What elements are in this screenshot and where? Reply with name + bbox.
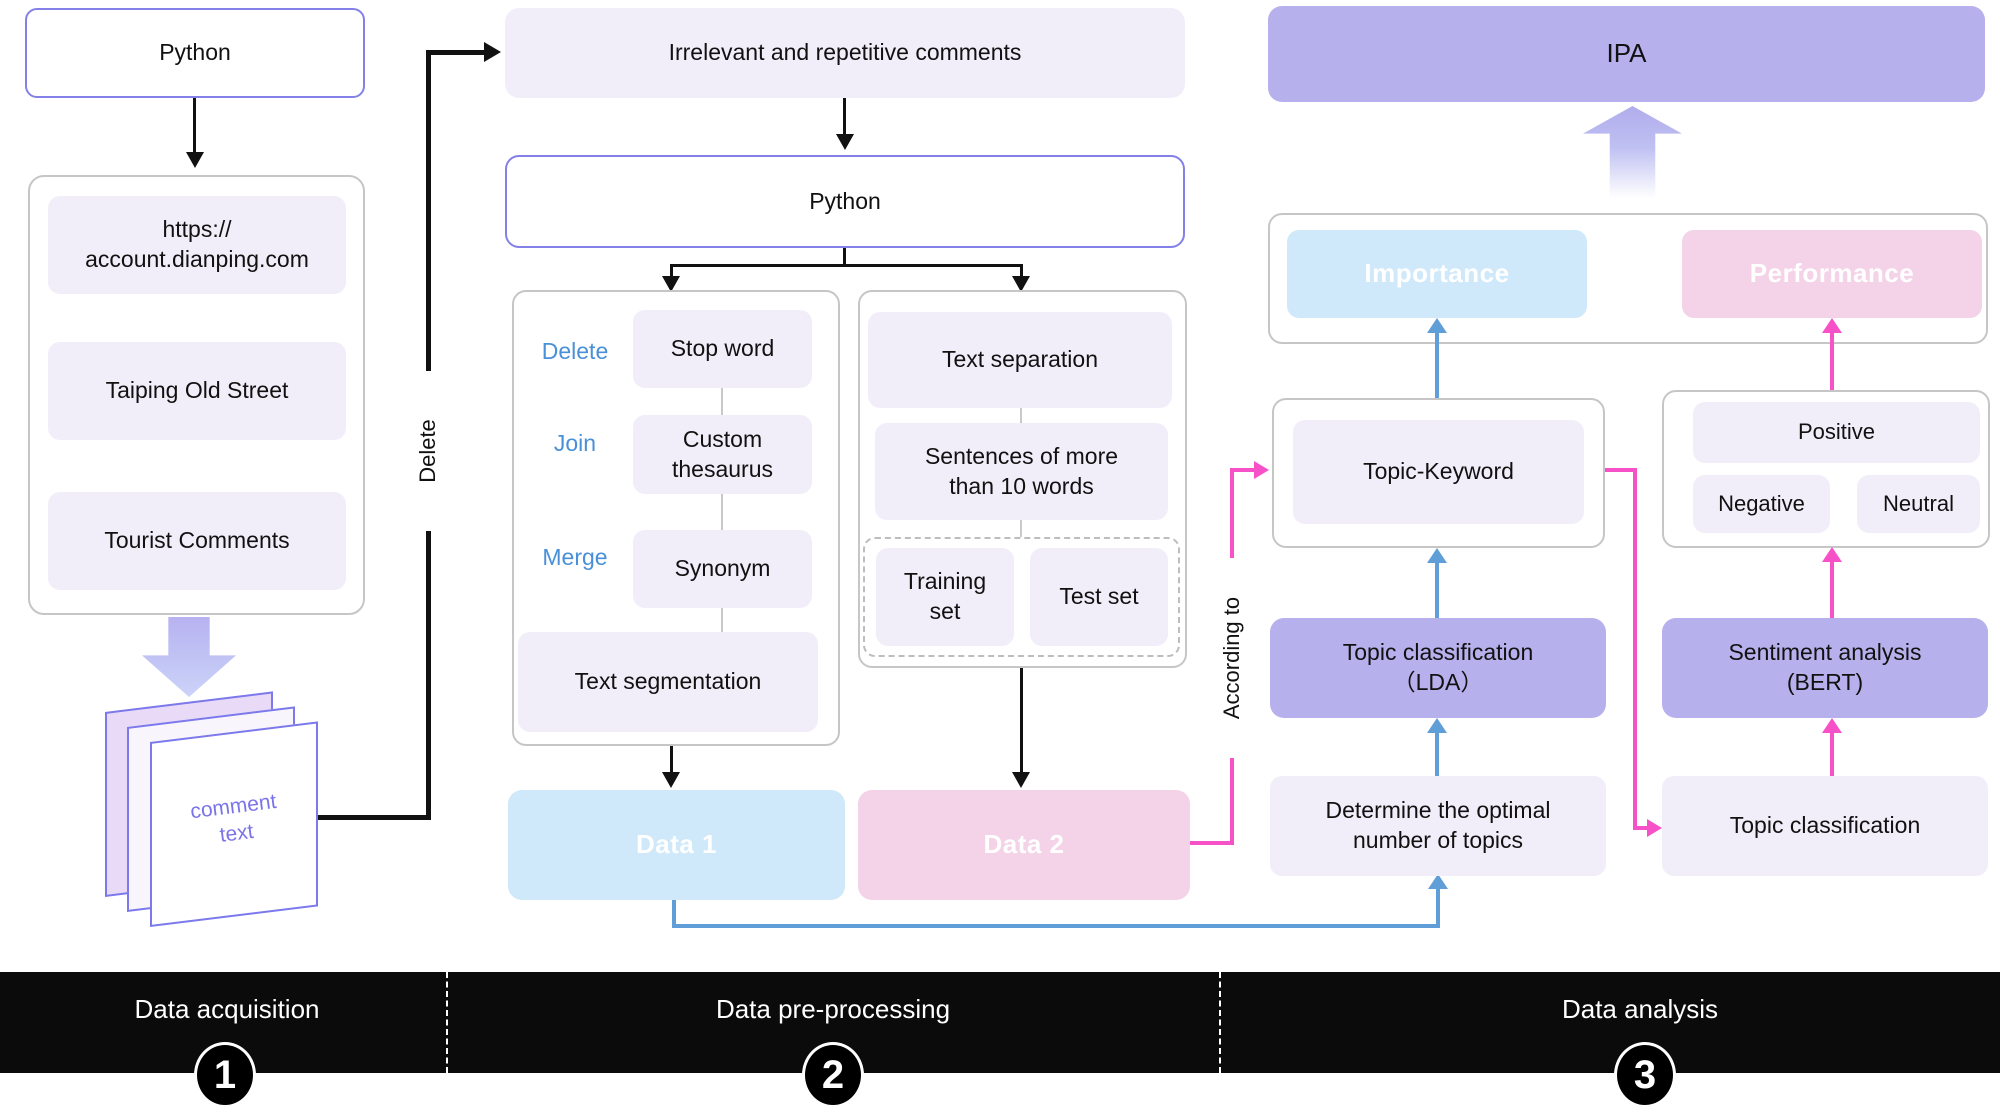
node-training-set: Training set — [876, 548, 1014, 646]
phase-label-acquisition: Data acquisition — [134, 994, 320, 1024]
connector — [721, 608, 723, 632]
edge-bert-to-results — [1830, 559, 1834, 618]
arrowhead-right-icon — [1254, 461, 1269, 479]
arrowhead-down-icon — [662, 772, 680, 788]
edge-tk-in — [1633, 826, 1649, 830]
node-negative: Negative — [1693, 475, 1830, 533]
node-positive: Positive — [1693, 402, 1980, 463]
block-arrow-down-icon — [142, 617, 236, 697]
arrowhead-up-icon — [1822, 547, 1842, 562]
label-merge: Merge — [542, 543, 608, 570]
arrowhead-up-icon — [1427, 318, 1447, 333]
edge-split-stem — [843, 248, 846, 266]
node-ipa: IPA — [1268, 6, 1985, 102]
arrowhead-down-icon — [1012, 772, 1030, 788]
edge-data1-across — [672, 924, 1440, 928]
node-importance: Importance — [1287, 230, 1587, 318]
node-custom-thesaurus: Custom thesaurus — [633, 415, 812, 494]
arrowhead-up-icon — [1822, 318, 1842, 333]
arrowhead-down-icon — [662, 276, 680, 292]
edge-tc-to-bert — [1830, 730, 1834, 776]
edge-split-left — [670, 264, 673, 278]
node-neutral: Neutral — [1857, 475, 1980, 533]
node-python-preprocess: Python — [505, 155, 1185, 248]
arrowhead-right-icon — [484, 42, 501, 62]
node-topic-keyword: Topic-Keyword — [1293, 420, 1584, 524]
phase-number-3: 3 — [1614, 1042, 1676, 1108]
node-performance: Performance — [1682, 230, 1982, 318]
arrowhead-up-icon — [1822, 718, 1842, 733]
node-irrelevant-comments: Irrelevant and repetitive comments — [505, 8, 1185, 98]
edge-split-right — [1020, 264, 1023, 278]
edge-tk-to-importance — [1435, 330, 1439, 398]
connector — [1020, 408, 1022, 423]
node-sentences-10-words: Sentences of more than 10 words — [875, 423, 1168, 520]
connector — [721, 388, 723, 415]
node-sentiment-analysis-bert: Sentiment analysis (BERT) — [1662, 618, 1988, 718]
node-topic-classification: Topic classification — [1662, 776, 1988, 876]
label-join: Join — [553, 429, 597, 456]
phase-divider-icon — [1219, 972, 1221, 1073]
node-tourist-comments: Tourist Comments — [48, 492, 346, 590]
edge-determine-to-lda — [1435, 730, 1439, 776]
connector — [1020, 520, 1022, 537]
phase-label-preprocessing: Data pre-processing — [715, 994, 951, 1024]
phase-label-analysis: Data analysis — [1561, 994, 1719, 1024]
node-source-url: https:// account.dianping.com — [48, 196, 346, 294]
node-synonym: Synonym — [633, 530, 812, 608]
edge-according-in — [1230, 468, 1256, 472]
node-data2: Data 2 — [858, 790, 1190, 900]
edge-delete-bottom — [318, 815, 430, 820]
edge-label-delete: Delete — [414, 371, 442, 531]
node-stop-word: Stop word — [633, 310, 812, 388]
edge-to-data1 — [670, 746, 673, 774]
arrowhead-down-icon — [1012, 276, 1030, 292]
group-train-test — [863, 537, 1180, 657]
node-text-segmentation: Text segmentation — [518, 632, 818, 732]
arrowhead-up-icon — [1427, 718, 1447, 733]
arrowhead-down-icon — [836, 134, 854, 150]
edge-data2-out — [1190, 841, 1234, 845]
block-arrow-up-icon — [1583, 106, 1682, 198]
node-taiping-old-street: Taiping Old Street — [48, 342, 346, 440]
edge-split-bar — [670, 264, 1023, 267]
node-python-scraper: Python — [25, 8, 365, 98]
arrowhead-up-icon — [1428, 874, 1448, 889]
connector — [721, 494, 723, 530]
phase-number-2: 2 — [802, 1042, 864, 1108]
edge-data1-up — [1436, 888, 1440, 928]
edge-data1-down — [672, 900, 676, 928]
edge-to-data2 — [1020, 668, 1023, 774]
edge-lda-to-tk — [1435, 560, 1439, 618]
node-data1: Data 1 — [508, 790, 845, 900]
edge-tk-out — [1605, 468, 1637, 472]
edge-tk-down — [1633, 468, 1637, 830]
edge-results-to-performance — [1830, 330, 1834, 390]
node-text-separation: Text separation — [868, 312, 1172, 408]
label-delete: Delete — [541, 337, 609, 364]
edge-irrelevant-to-python — [843, 98, 846, 136]
edge-delete-top — [426, 50, 486, 55]
arrowhead-down-icon — [186, 152, 204, 168]
node-determine-topics: Determine the optimal number of topics — [1270, 776, 1606, 876]
edge-python-to-source — [193, 98, 196, 154]
arrowhead-right-icon — [1647, 819, 1662, 837]
phase-divider-icon — [446, 972, 448, 1073]
phase-number-1: 1 — [194, 1042, 256, 1108]
edge-label-according-to: According to — [1218, 558, 1246, 758]
node-test-set: Test set — [1030, 548, 1168, 646]
node-topic-classification-lda: Topic classification （LDA） — [1270, 618, 1606, 718]
arrowhead-up-icon — [1427, 548, 1447, 563]
